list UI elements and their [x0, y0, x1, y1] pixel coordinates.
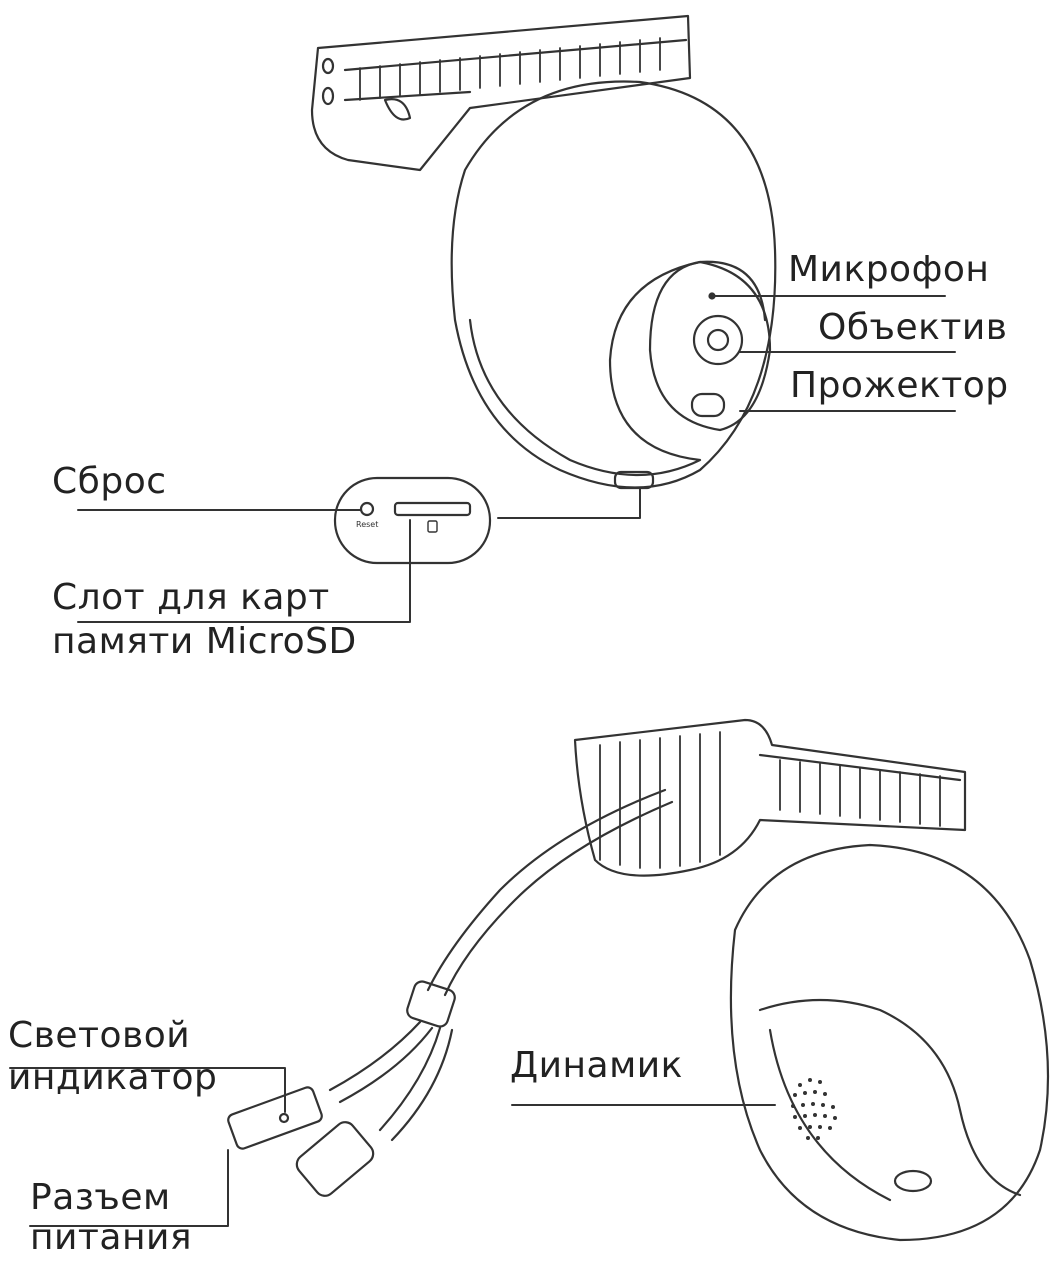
label-power-line1: Разъем: [30, 1177, 171, 1218]
label-microphone: Микрофон: [788, 249, 990, 290]
top-bracket: [310, 14, 692, 172]
reset-hole: [359, 501, 375, 517]
leader-pod-connector: [497, 487, 641, 519]
label-led-line2: индикатор: [8, 1057, 218, 1098]
power-plug: [295, 1121, 375, 1197]
bottom-leader-lines: [9, 1067, 776, 1227]
bottom-bracket-fins: [599, 731, 941, 869]
label-microsd-line1: Слот для карт: [52, 577, 330, 618]
label-microsd-line2: памяти MicroSD: [52, 621, 357, 662]
label-lens: Объектив: [818, 307, 1008, 348]
leader-led: [9, 1067, 286, 1113]
bottom-camera-illustration: [227, 718, 1050, 1242]
label-reset: Сброс: [52, 461, 167, 502]
spotlight-window: [690, 392, 726, 418]
label-speaker: Динамик: [510, 1045, 683, 1086]
top-camera-illustration: [310, 14, 777, 565]
top-face-plate: [648, 260, 772, 432]
branch-cable-led: [328, 1020, 434, 1104]
led-indicator-dot: [278, 1112, 290, 1124]
port-detail-pod: [333, 476, 492, 565]
led-connector: [227, 1086, 323, 1150]
bottom-port-cover: [613, 470, 655, 490]
microsd-slot: [393, 501, 472, 517]
lens-ring: [692, 314, 744, 366]
top-dome-swirl: [468, 260, 767, 477]
microsd-icon: [427, 520, 438, 533]
bracket-joint: [383, 98, 412, 121]
main-cable: [426, 788, 674, 997]
lens-core: [706, 328, 730, 352]
label-power-line2: питания: [30, 1217, 193, 1258]
bottom-vent: [893, 1169, 933, 1193]
leader-microsd: [77, 519, 411, 623]
top-bracket-fins: [359, 37, 661, 101]
label-spotlight: Прожектор: [790, 365, 1009, 406]
top-dome: [450, 80, 777, 489]
bracket-screw-hole-1: [321, 57, 335, 75]
reset-button-text: Reset: [356, 520, 378, 529]
branch-cable-power: [378, 1026, 454, 1142]
top-leader-lines: [77, 295, 956, 623]
speaker-grille: [791, 1078, 837, 1140]
label-led-line1: Световой: [8, 1015, 191, 1056]
bottom-dome: [729, 843, 1050, 1242]
bracket-screw-hole-2: [321, 86, 335, 106]
top-bracket-inner: [343, 38, 688, 102]
cable-splitter: [406, 980, 456, 1028]
bottom-dome-swirl: [758, 998, 1022, 1202]
leader-power: [29, 1149, 229, 1227]
bottom-bracket: [573, 718, 967, 877]
